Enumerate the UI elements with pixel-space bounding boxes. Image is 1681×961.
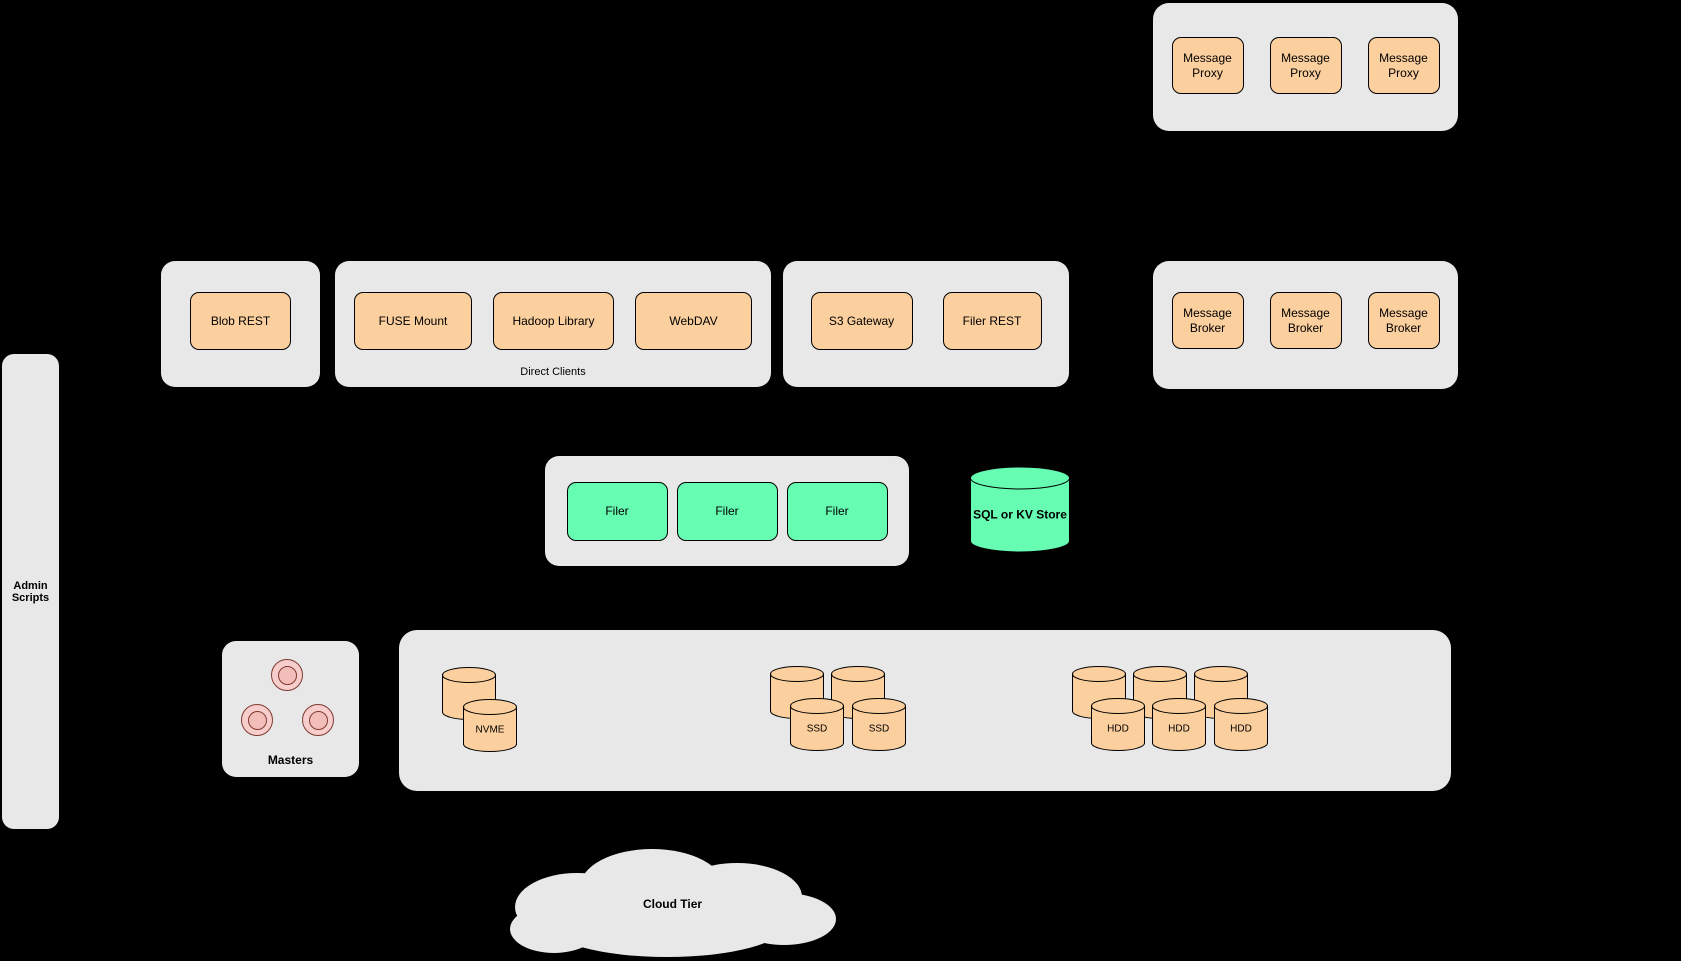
panel-filers: Filer Filer Filer bbox=[545, 456, 909, 566]
node-message-proxy: Message Proxy bbox=[1269, 37, 1342, 94]
cylinder-nvme-back bbox=[442, 667, 496, 720]
hdd-label: HDD bbox=[1168, 723, 1190, 735]
master-node-circle bbox=[302, 704, 334, 736]
masters-label: Masters bbox=[267, 753, 314, 767]
admin-scripts-label: Admin Scripts bbox=[11, 579, 50, 604]
cylinder-shape bbox=[852, 698, 906, 751]
panel-gateways: S3 Gateway Filer REST bbox=[783, 261, 1069, 387]
panel-volume-servers bbox=[399, 630, 1451, 791]
hdd-label: HDD bbox=[1230, 723, 1252, 735]
node-filer: Filer bbox=[676, 482, 778, 541]
message-proxy-label: Message Proxy bbox=[1379, 50, 1428, 80]
node-s3-gateway: S3 Gateway bbox=[810, 292, 913, 350]
message-proxy-label: Message Proxy bbox=[1183, 50, 1232, 80]
hdd-label: HDD bbox=[1107, 723, 1129, 735]
nvme-label: NVME bbox=[475, 724, 505, 736]
blob-rest-label: Blob REST bbox=[210, 313, 271, 328]
node-filer-rest: Filer REST bbox=[942, 292, 1042, 350]
cloud-shape bbox=[510, 849, 836, 957]
cylinder-ssd: SSD bbox=[852, 698, 906, 751]
node-filer: Filer bbox=[566, 482, 668, 541]
message-broker-label: Message Broker bbox=[1379, 305, 1428, 335]
node-filer: Filer bbox=[786, 482, 888, 541]
cylinder-shape bbox=[463, 699, 517, 752]
cylinder-sql-kv-store: SQL or KV Store bbox=[970, 466, 1070, 554]
fuse-mount-label: FUSE Mount bbox=[378, 313, 448, 328]
cloud-tier-label: Cloud Tier bbox=[642, 896, 703, 911]
node-hadoop-library: Hadoop Library bbox=[493, 292, 614, 350]
message-broker-label: Message Broker bbox=[1183, 305, 1232, 335]
filer-label: Filer bbox=[825, 504, 849, 518]
node-fuse-mount: FUSE Mount bbox=[354, 292, 472, 350]
cylinder-hdd: HDD bbox=[1152, 698, 1206, 751]
cylinder-shape bbox=[442, 667, 496, 720]
sql-kv-store-label: SQL or KV Store bbox=[973, 507, 1067, 522]
node-message-proxy: Message Proxy bbox=[1171, 37, 1244, 94]
cylinder-ssd: SSD bbox=[790, 698, 844, 751]
message-proxy-label: Message Proxy bbox=[1281, 50, 1330, 80]
filer-label: Filer bbox=[715, 504, 739, 518]
node-blob-rest: Blob REST bbox=[190, 292, 291, 350]
direct-clients-caption: Direct Clients bbox=[520, 366, 586, 378]
node-message-broker: Message Broker bbox=[1171, 292, 1244, 349]
cylinder-shape bbox=[1152, 698, 1206, 751]
filer-rest-label: Filer REST bbox=[962, 313, 1022, 328]
node-message-broker: Message Broker bbox=[1269, 292, 1342, 349]
panel-message-proxies: Message Proxy Message Proxy Message Prox… bbox=[1153, 3, 1458, 131]
master-node-circle bbox=[241, 704, 273, 736]
cylinder-shape bbox=[790, 698, 844, 751]
cylinder-hdd: HDD bbox=[1091, 698, 1145, 751]
ssd-label: SSD bbox=[806, 723, 828, 735]
node-webdav: WebDAV bbox=[635, 292, 752, 350]
panel-message-brokers: Message Broker Message Broker Message Br… bbox=[1153, 261, 1458, 389]
node-message-broker: Message Broker bbox=[1367, 292, 1440, 349]
hadoop-library-label: Hadoop Library bbox=[512, 313, 595, 328]
cylinder-hdd: HDD bbox=[1214, 698, 1268, 751]
s3-gateway-label: S3 Gateway bbox=[828, 313, 895, 328]
panel-direct-clients: FUSE Mount Hadoop Library WebDAV Direct … bbox=[335, 261, 771, 387]
cylinder-nvme: NVME bbox=[463, 699, 517, 752]
panel-masters: Masters bbox=[222, 641, 359, 777]
cylinder-shape bbox=[1214, 698, 1268, 751]
ssd-label: SSD bbox=[868, 723, 890, 735]
webdav-label: WebDAV bbox=[669, 313, 718, 328]
filer-label: Filer bbox=[605, 504, 629, 518]
cloud-tier: Cloud Tier bbox=[482, 847, 863, 960]
admin-scripts-bar: Admin Scripts bbox=[2, 354, 59, 829]
cylinder-shape bbox=[1091, 698, 1145, 751]
master-node-circle bbox=[271, 659, 303, 691]
node-message-proxy: Message Proxy bbox=[1367, 37, 1440, 94]
message-broker-label: Message Broker bbox=[1281, 305, 1330, 335]
cylinder-shape bbox=[970, 466, 1070, 553]
panel-blob-rest: Blob REST bbox=[161, 261, 320, 387]
